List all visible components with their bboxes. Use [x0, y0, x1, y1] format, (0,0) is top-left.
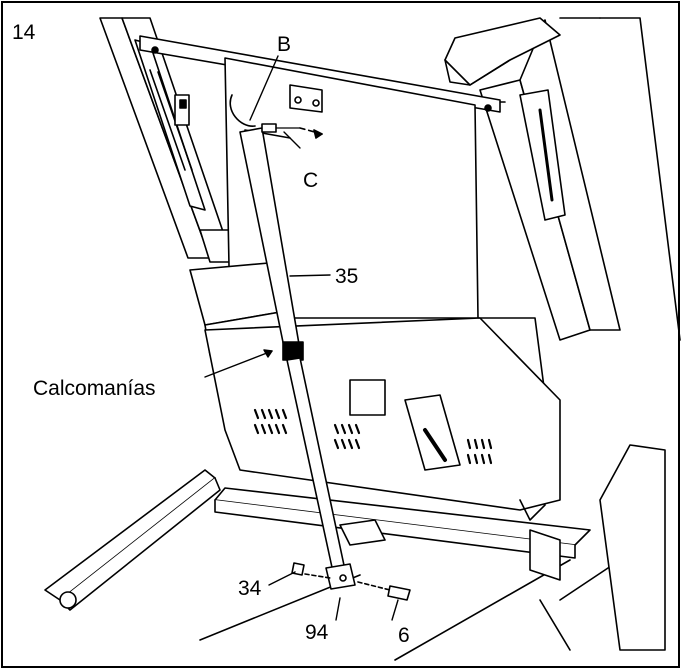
bolt-and-nut — [291, 562, 411, 601]
callout-part-6: 6 — [398, 624, 410, 647]
wire-and-pin — [229, 94, 323, 139]
handrail-grip — [444, 17, 561, 86]
callout-b: B — [277, 33, 292, 56]
callout-leaders — [204, 55, 399, 621]
callout-part-35: 35 — [335, 265, 359, 288]
step-number: 14 — [12, 21, 36, 44]
callout-c: C — [303, 169, 319, 192]
callout-part-94: 94 — [305, 621, 329, 644]
callout-decals: Calcomanías — [33, 377, 156, 400]
callout-part-34: 34 — [238, 577, 262, 600]
base-frame — [44, 444, 666, 661]
left-upright-rail — [99, 17, 233, 263]
incline-tube — [239, 127, 356, 590]
right-upright-rail — [479, 17, 681, 341]
